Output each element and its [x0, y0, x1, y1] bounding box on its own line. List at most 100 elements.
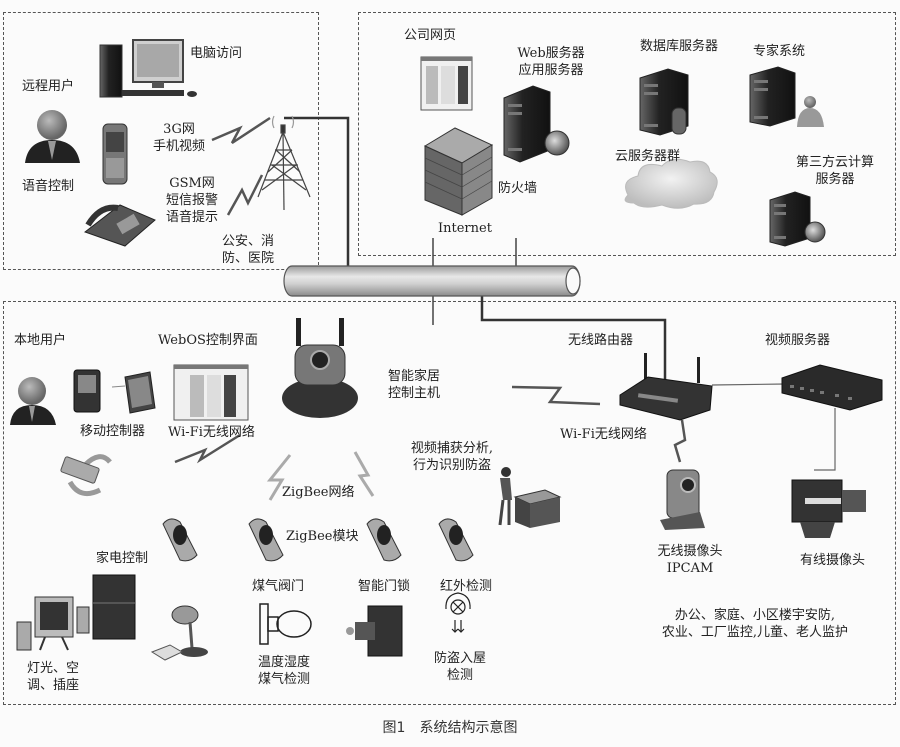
infrared-detector-symbol-icon [445, 592, 471, 633]
video-capture-label: 视频捕获分析, 行为识别防盗 [404, 440, 500, 474]
gsm-network-title: GSM网 [169, 176, 215, 191]
pc-access-label: 电脑访问 [190, 46, 243, 61]
person-theft-detection-icon [498, 467, 562, 528]
signal-gsm-icon [226, 174, 264, 216]
webos-ui-screenshot-icon [173, 364, 249, 421]
third-party-subtitle: 服务器 [815, 172, 855, 187]
gsm-sms-alarm: 短信报警 [165, 193, 218, 208]
third-party-cloud-label: 第三方云计算 服务器 [780, 154, 890, 188]
wireless-cam-title: 无线摄像头 [657, 544, 723, 559]
video-server-label: 视频服务器 [765, 333, 831, 348]
mobile-sync-icon [60, 454, 112, 497]
wireless-router-icon [619, 353, 713, 421]
smart-lock-label: 智能门锁 [358, 579, 411, 594]
smart-home-host-label: 智能家居 控制主机 [388, 368, 440, 402]
gas-valve-label: 煤气阀门 [252, 579, 305, 594]
local-user-label: 本地用户 [14, 333, 67, 348]
webos-ui-label: WebOS控制界面 [158, 333, 258, 348]
video-server-icon [781, 364, 883, 411]
network-backbone-pipe [283, 265, 581, 297]
video-server-links [711, 383, 836, 471]
desk-lamp-icon [150, 605, 208, 661]
smart-home-host-icon [282, 318, 358, 418]
firewall-label: 防火墙 [498, 181, 538, 196]
applications-label: 办公、家庭、小区楼宇安防, 农业、工厂监控,儿童、老人监护 [645, 607, 865, 641]
emergency-line-2: 防、医院 [222, 251, 275, 266]
smart-lock-icon [346, 605, 403, 657]
zigbee-module-label: ZigBee模块 [286, 529, 359, 544]
internet-label: Internet [438, 221, 492, 236]
app-server-title: 应用服务器 [518, 63, 584, 78]
local-home-region [3, 301, 896, 705]
wireless-cam-model: IPCAM [666, 561, 714, 576]
expert-system-server-icon [749, 66, 824, 127]
cloud-server-cluster-icon [624, 158, 718, 209]
desktop-pc-icon [99, 39, 197, 98]
local-user-avatar-icon [10, 377, 56, 425]
cell-tower-icon [257, 115, 311, 211]
emergency-services-label: 公安、消 防、医院 [222, 233, 274, 267]
anti-theft-line-2: 检测 [446, 668, 473, 683]
wireless-router-label: 无线路由器 [568, 333, 634, 348]
signal-zigbee-right-icon [353, 451, 375, 497]
signal-wifi-left-icon [174, 433, 241, 464]
tablet-device-icon [111, 371, 156, 414]
mobile-phone-icon [102, 123, 128, 185]
zigbee-module-icon [162, 518, 198, 562]
desk-telephone-icon [83, 204, 156, 247]
applications-line-2: 农业、工厂监控,儿童、老人监护 [661, 625, 849, 640]
wifi-network-right-label: Wi-Fi无线网络 [560, 427, 647, 442]
zigbee-module-icon [366, 518, 402, 562]
web-server-icon [503, 85, 570, 163]
mobile-controller-label: 移动控制器 [80, 424, 146, 439]
appliance-control-label: 家电控制 [96, 551, 149, 566]
wireless-ipcam-icon [660, 469, 705, 530]
wireless-ipcam-label: 无线摄像头 IPCAM [652, 543, 728, 577]
infrared-detection-label: 红外检测 [440, 579, 493, 594]
signal-zigbee-left-icon [266, 454, 292, 501]
anti-theft-label: 防盗入屋 检测 [428, 650, 492, 684]
remote-user-region [3, 12, 319, 270]
expert-system-label: 专家系统 [753, 44, 806, 59]
3g-network-title: 3G网 [163, 122, 195, 137]
cloud-server-region [358, 12, 896, 256]
3g-network-desc: 手机视频 [152, 139, 205, 154]
web-server-title: Web服务器 [517, 46, 585, 61]
gas-valve-symbol-icon [259, 603, 312, 645]
gsm-voice-prompt: 语音提示 [165, 210, 218, 225]
signal-router-host-icon [511, 385, 601, 406]
signal-3g-icon [211, 116, 271, 145]
company-webpage-icon [420, 56, 473, 111]
tower-link-line [284, 116, 350, 268]
pda-device-icon [73, 369, 101, 413]
signal-router-cam-icon [673, 419, 687, 463]
firewall-icon [423, 127, 494, 216]
router-link-line [480, 296, 667, 380]
database-server-label: 数据库服务器 [640, 39, 719, 54]
applications-line-1: 办公、家庭、小区楼宇安防, [674, 608, 836, 623]
company-webpage-label: 公司网页 [404, 28, 457, 43]
tv-speakers-icon [16, 596, 90, 651]
third-party-title: 第三方云计算 [795, 155, 874, 170]
lights-line-2: 调、插座 [26, 678, 79, 693]
temp-humidity-line-2: 煤气检测 [257, 672, 310, 687]
3g-network-label: 3G网 手机视频 [148, 121, 210, 155]
anti-theft-line-1: 防盗入屋 [433, 651, 486, 666]
cloud-cluster-label: 云服务器群 [615, 149, 681, 164]
internet-links [432, 238, 517, 325]
zigbee-module-icon [248, 518, 284, 562]
wifi-network-left-label: Wi-Fi无线网络 [168, 425, 255, 440]
smart-home-host-line-1: 智能家居 [388, 369, 441, 384]
emergency-line-1: 公安、消 [222, 234, 275, 249]
figure-caption: 图1 系统结构示意图 [382, 720, 518, 736]
wired-camera-icon [791, 479, 866, 538]
wired-camera-label: 有线摄像头 [800, 553, 866, 568]
zigbee-network-label: ZigBee网络 [282, 485, 355, 500]
database-server-icon [639, 68, 689, 136]
smart-home-host-line-2: 控制主机 [388, 386, 441, 401]
temp-humidity-gas-label: 温度湿度 煤气检测 [252, 654, 316, 688]
video-capture-line-2: 行为识别防盗 [412, 458, 491, 473]
lights-line-1: 灯光、空 [26, 661, 79, 676]
refrigerator-icon [92, 574, 136, 640]
